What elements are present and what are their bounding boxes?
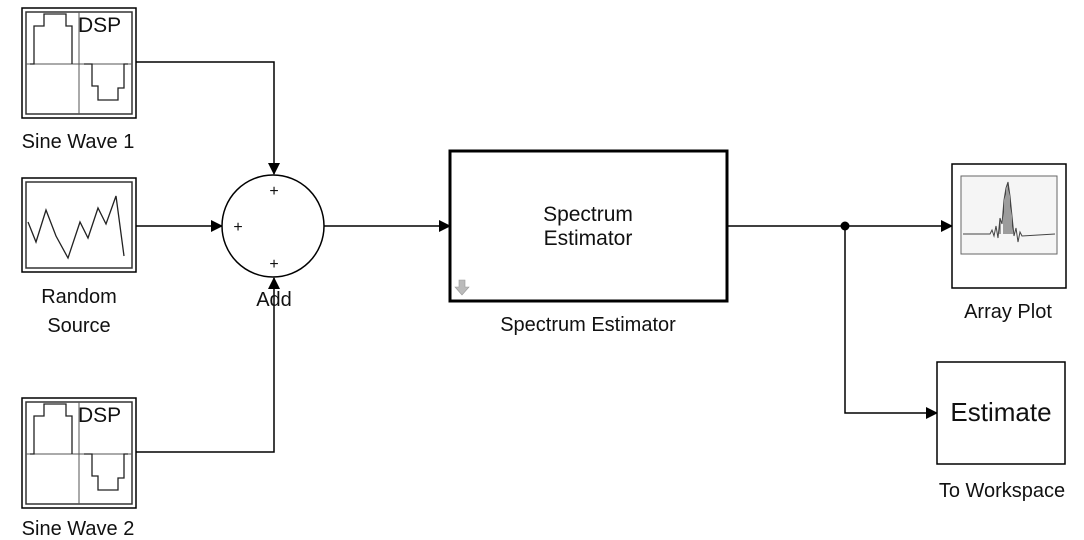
branch-point	[840, 221, 850, 231]
block-array-plot[interactable]: Array Plot	[951, 163, 1067, 323]
block-sine-wave-1[interactable]: DSP Sine Wave 1	[21, 7, 137, 153]
wire-sine2-to-add[interactable]	[136, 277, 280, 453]
sine-wave-1-dsp-text: DSP	[78, 14, 121, 37]
sine-wave-2-label: Sine Wave 2	[22, 518, 135, 540]
spectrum-plot-icon	[963, 181, 1056, 243]
add-circle	[221, 174, 325, 278]
random-source-label-line2: Source	[47, 315, 110, 337]
signal-lines	[136, 61, 953, 453]
to-workspace-variable: Estimate	[950, 397, 1051, 427]
sine-wave-2-dsp-text: DSP	[78, 404, 121, 427]
to-workspace-label: To Workspace	[939, 480, 1065, 502]
add-sign-left: +	[233, 219, 242, 236]
block-random-source[interactable]: Random Source	[21, 177, 137, 337]
add-sign-top: +	[269, 183, 278, 200]
array-plot-label: Array Plot	[964, 301, 1052, 323]
wire-sine1-to-add[interactable]	[136, 61, 280, 175]
down-arrow-icon[interactable]	[454, 279, 470, 296]
block-sine-wave-2[interactable]: DSP Sine Wave 2	[21, 397, 137, 540]
dsp-sine-wave-icon	[30, 403, 128, 491]
dsp-sine-wave-icon	[30, 13, 128, 101]
block-add[interactable]: + + + Add	[221, 174, 325, 311]
random-source-label-line1: Random	[41, 286, 117, 308]
spectrum-estimator-frame	[448, 149, 729, 303]
to-workspace-frame	[936, 361, 1066, 465]
add-label: Add	[256, 289, 292, 311]
wire-branch-to-workspace[interactable]	[844, 226, 938, 419]
block-spectrum-estimator[interactable]: Spectrum Estimator Spectrum Estimator	[448, 149, 729, 336]
add-sign-bottom: +	[269, 256, 278, 273]
sine-wave-1-label: Sine Wave 1	[22, 131, 135, 153]
spectrum-estimator-label: Spectrum Estimator	[500, 314, 676, 336]
block-to-workspace[interactable]: Estimate To Workspace	[936, 361, 1066, 502]
random-signal-icon	[27, 195, 125, 260]
random-source-inner	[25, 181, 133, 269]
spectrum-estimator-inner-line2: Estimator	[544, 227, 633, 250]
spectrum-estimator-inner-line1: Spectrum	[543, 203, 633, 226]
